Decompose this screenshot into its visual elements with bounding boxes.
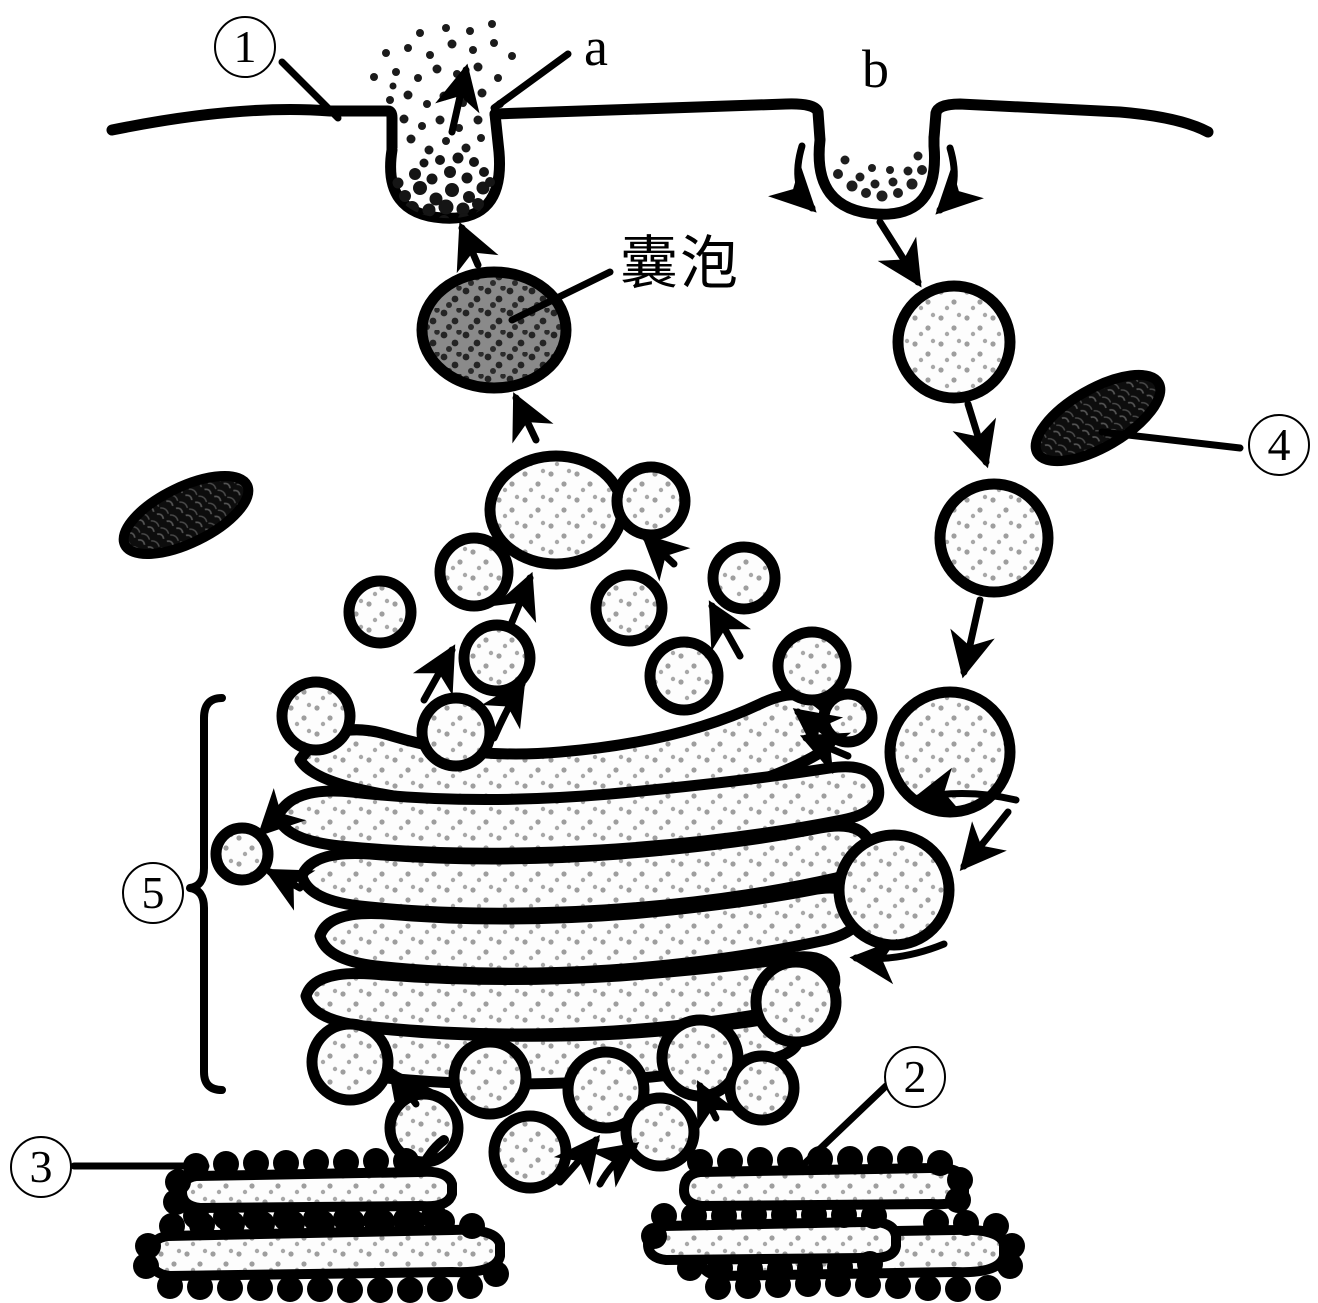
- fusing-vesicle-left: [434, 532, 514, 612]
- label-5: 5: [122, 862, 184, 924]
- label-vesicle-cn: 囊泡: [620, 229, 741, 297]
- golgi-vesicle-left-small: [210, 822, 274, 886]
- transport-vesicle-c: [590, 569, 668, 647]
- transport-vesicle-f: [772, 626, 852, 706]
- er-neck-left: [415, 1135, 449, 1177]
- arrow-up-2: [481, 678, 526, 742]
- label-4: 4: [1248, 414, 1310, 476]
- rough-er-left: [133, 1135, 509, 1303]
- endocytic-vesicle-2: [934, 478, 1054, 598]
- transport-vesicle-a: [343, 575, 417, 649]
- leader-line-4: [1098, 428, 1244, 452]
- arrow-recycle-2: [959, 808, 1012, 872]
- label-1: 1: [214, 16, 276, 78]
- golgi-bud-bottomright: [750, 956, 842, 1048]
- engulfed-particles: [833, 151, 927, 202]
- golgi-vesicle-right-lower: [833, 829, 955, 951]
- er-vesicle-d: [562, 1046, 650, 1134]
- vesicle-to-membrane-arrow: [456, 221, 499, 274]
- endocytosis-arrow-right: [935, 144, 984, 215]
- endocytic-arrow-2: [950, 596, 995, 679]
- transport-vesicle-d: [707, 541, 781, 615]
- fusing-vesicle-right: [611, 461, 691, 541]
- transport-vesicles-upper: [343, 450, 852, 716]
- er-cisterna-left-upper: [177, 1166, 457, 1213]
- golgi-bud-bottomleft: [306, 1018, 394, 1106]
- endocytosis-descend-arrow: [876, 218, 922, 288]
- golgi-cisterna-2: [272, 761, 885, 859]
- ribosomes-right-lower: [705, 1209, 1025, 1302]
- endocytosis-pit: [768, 132, 984, 288]
- exocytosis-arrow: [435, 63, 480, 136]
- endocytic-arrow-1: [952, 400, 997, 469]
- er-cisterna-right-upper: [679, 1162, 969, 1211]
- endocytic-vesicle-1: [892, 280, 1016, 404]
- arrow-up-1: [412, 644, 456, 704]
- arrow-topright-2: [799, 732, 852, 775]
- arrow-er-to-golgi-3: [588, 1142, 640, 1188]
- secretory-vesicle: [416, 266, 572, 394]
- arrow-up-5: [708, 600, 752, 660]
- golgi-bud-topmid: [416, 692, 496, 772]
- fusing-vesicle-large: [484, 450, 628, 570]
- leader-line-vesicle: [508, 268, 614, 324]
- golgi-to-vesicle-arrow: [512, 392, 554, 444]
- leader-line-2: [798, 1082, 890, 1170]
- er-cisterna-right-mid: [643, 1216, 901, 1265]
- plasma-membrane: [106, 98, 1214, 156]
- arrow-up-4: [641, 533, 691, 582]
- released-granules: [370, 20, 516, 155]
- golgi-apparatus: [210, 676, 1016, 1106]
- golgi-bud-topleft: [276, 676, 356, 756]
- rough-er-right: [641, 1146, 1025, 1302]
- er-vesicle-e: [620, 1092, 700, 1172]
- arrow-left-bud-2: [264, 868, 316, 911]
- arrow-er-to-golgi-1: [388, 1066, 434, 1118]
- ribosomes-left-lower: [133, 1209, 509, 1303]
- leader-line-a: [490, 50, 572, 112]
- label-3: 3: [10, 1136, 72, 1198]
- arrow-recycle-1: [911, 767, 1020, 813]
- transport-vesicle-e: [644, 636, 724, 716]
- arrow-left-bud-1: [257, 788, 306, 837]
- label-a: a: [584, 17, 608, 77]
- arrow-recycle-3: [849, 938, 948, 985]
- arrow-er-to-golgi-4: [696, 1080, 738, 1132]
- er-vesicle-c: [488, 1110, 572, 1194]
- exocytosis-pit: [370, 20, 516, 224]
- mitochondrion-right: [1030, 369, 1166, 467]
- endocytosis-arrow-left: [768, 142, 817, 213]
- er-vesicle-g: [724, 1050, 800, 1126]
- mitochondrion-left: [118, 470, 254, 560]
- arrow-up-3: [494, 571, 537, 626]
- label-b: b: [862, 39, 889, 99]
- brace-5: [186, 694, 226, 1094]
- label-2: 2: [884, 1046, 946, 1108]
- er-vesicle-b: [448, 1036, 532, 1120]
- leader-line-1: [278, 58, 342, 122]
- ribosomes-right-mid: [641, 1202, 887, 1282]
